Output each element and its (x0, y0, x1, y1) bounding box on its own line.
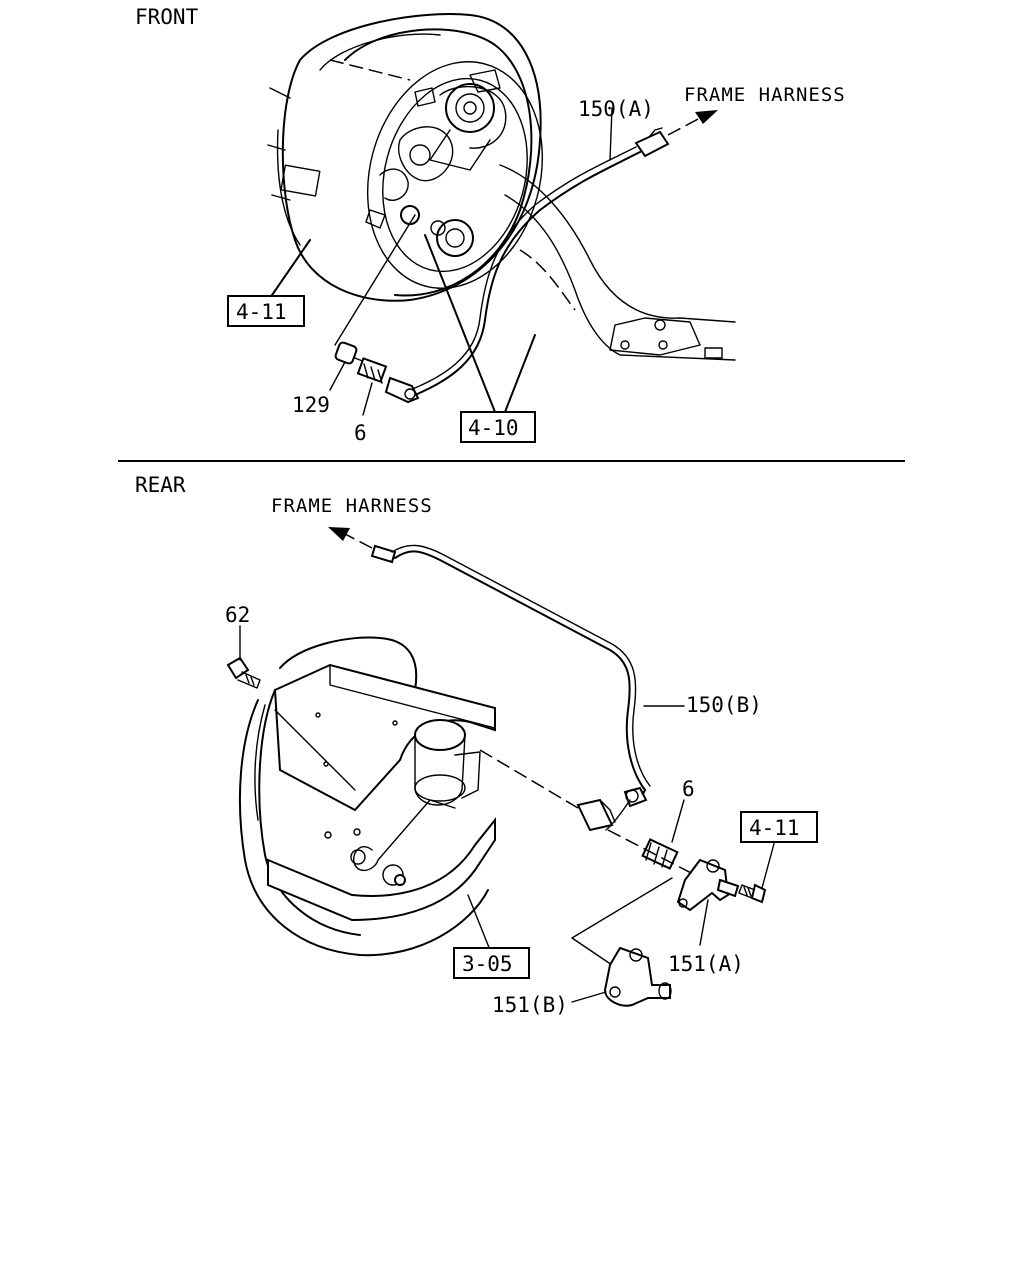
leader-6-rear (671, 799, 685, 843)
leader-3-05 (467, 894, 491, 951)
rear-sleeve-6 (641, 838, 679, 870)
arrow-left-icon (328, 527, 373, 549)
front-section: FRONT (135, 5, 846, 445)
leader-151b (571, 991, 607, 1003)
part-label-150b: 150(B) (686, 693, 762, 717)
arrow-right-icon (667, 110, 718, 136)
leader-4-11-rear (761, 839, 776, 889)
front-leaders (269, 214, 536, 416)
rear-heading: REAR (135, 473, 186, 497)
rear-bracket-151a (676, 858, 740, 912)
front-brake-drum (267, 13, 544, 302)
rear-bolt-62 (226, 656, 261, 689)
ref-label-4-10[interactable]: 4-10 (468, 416, 519, 440)
rear-axis-line-2 (607, 829, 696, 876)
front-sensor (334, 341, 420, 404)
rear-frame-harness-label: FRAME HARNESS (271, 495, 433, 517)
rear-harness-cable (370, 544, 651, 831)
rear-center-line (479, 749, 579, 809)
front-harness-cable (409, 107, 670, 396)
ref-box-4-10[interactable] (460, 411, 536, 443)
rear-brake-drum (238, 636, 496, 957)
part-label-151b: 151(B) (492, 993, 568, 1017)
rear-sensor (576, 798, 616, 832)
leader-151a (699, 899, 709, 946)
ref-box-4-11-front[interactable] (227, 295, 305, 327)
rear-bolt-4-11 (738, 883, 767, 904)
ref-label-3-05[interactable]: 3-05 (462, 952, 513, 976)
part-label-62: 62 (225, 603, 250, 627)
ref-label-4-11-front[interactable]: 4-11 (236, 300, 287, 324)
ref-box-3-05[interactable] (453, 947, 530, 979)
part-label-6-rear: 6 (682, 777, 695, 801)
rear-section: REAR FRAME HARNESS 150(B) 62 (135, 473, 818, 1017)
rear-leader-151b-path (571, 877, 673, 966)
part-label-6-front: 6 (354, 421, 367, 445)
part-label-129: 129 (292, 393, 330, 417)
front-axle (499, 164, 736, 361)
ref-label-4-11-rear[interactable]: 4-11 (749, 816, 800, 840)
ref-box-4-11-rear[interactable] (740, 811, 818, 843)
front-frame-harness-label: FRAME HARNESS (684, 84, 846, 106)
part-label-151a: 151(A) (668, 952, 744, 976)
rear-bracket-151b (603, 946, 672, 1007)
part-label-150a: 150(A) (578, 97, 654, 121)
front-heading: FRONT (135, 5, 199, 29)
